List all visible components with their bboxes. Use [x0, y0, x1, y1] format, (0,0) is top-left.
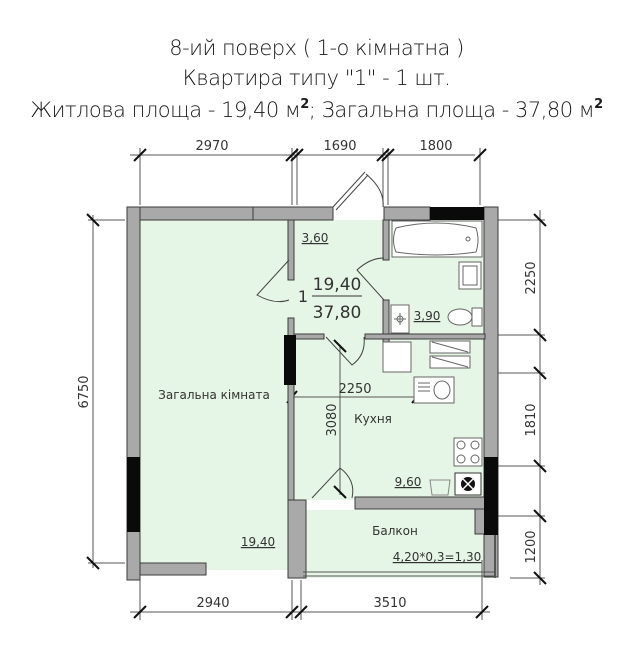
bathtub-icon: [391, 220, 483, 258]
dim-left: 6750: [77, 375, 92, 408]
stove-icon: [453, 437, 483, 467]
dim-kitchen-width: 2250: [338, 382, 371, 397]
kitchen-name: Кухня: [354, 412, 392, 426]
floor-drain-icon: [390, 304, 410, 334]
bathroom-door: [356, 257, 385, 301]
title-floor: 8-ий поверх ( 1-о кімнатна ): [169, 36, 464, 60]
bathroom-area: 3,90: [414, 309, 441, 323]
sup-2: 2: [594, 97, 603, 112]
separator: ;: [308, 98, 316, 122]
hall-area: 3,60: [302, 231, 329, 245]
dim-top-2: 1690: [323, 139, 356, 154]
dim-right-2: 1810: [524, 403, 539, 436]
living-room-name: Загальна кімната: [158, 388, 270, 402]
dim-right-1: 2250: [524, 261, 539, 294]
boiler-icon: [454, 472, 482, 496]
living-area-text: Житлова площа - 19,40 м: [30, 98, 301, 122]
living-room-door: [256, 259, 290, 303]
dim-top-1: 2970: [195, 139, 228, 154]
dim-bottom-2: 3510: [373, 596, 406, 611]
sup-1: 2: [300, 97, 309, 112]
kitchen-door: [325, 336, 365, 366]
washbasin-icon: [458, 261, 482, 290]
title-areas: Житлова площа - 19,40 м2; Загальна площа…: [0, 97, 633, 122]
dim-kitchen-height: 3080: [325, 403, 340, 436]
fridge-icon: [429, 479, 451, 496]
living-room-area: 19,40: [241, 535, 275, 549]
apartment-living-area: 19,40: [313, 275, 362, 295]
apartment-number: 1: [298, 287, 308, 306]
kitchen-sink-icon: [413, 376, 455, 404]
toilet-icon: [447, 307, 483, 327]
balcony-door: [311, 467, 354, 499]
dim-right-3: 1200: [524, 530, 539, 563]
ventilation-shaft-icon: [382, 340, 471, 373]
apartment-total-area: 37,80: [313, 303, 362, 323]
balcony-area: 4,20*0,3=1,30: [393, 550, 482, 564]
total-area-text: Загальна площа - 37,80 м: [315, 98, 595, 122]
columns: [127, 207, 498, 535]
title-apartment-type: Квартира типу "1" - 1 шт.: [182, 66, 451, 90]
balcony-name: Балкон: [372, 524, 418, 538]
entrance-door: [332, 171, 384, 211]
kitchen-area: 9,60: [395, 475, 422, 489]
dim-bottom-1: 2940: [196, 596, 229, 611]
dim-top-3: 1800: [419, 139, 452, 154]
